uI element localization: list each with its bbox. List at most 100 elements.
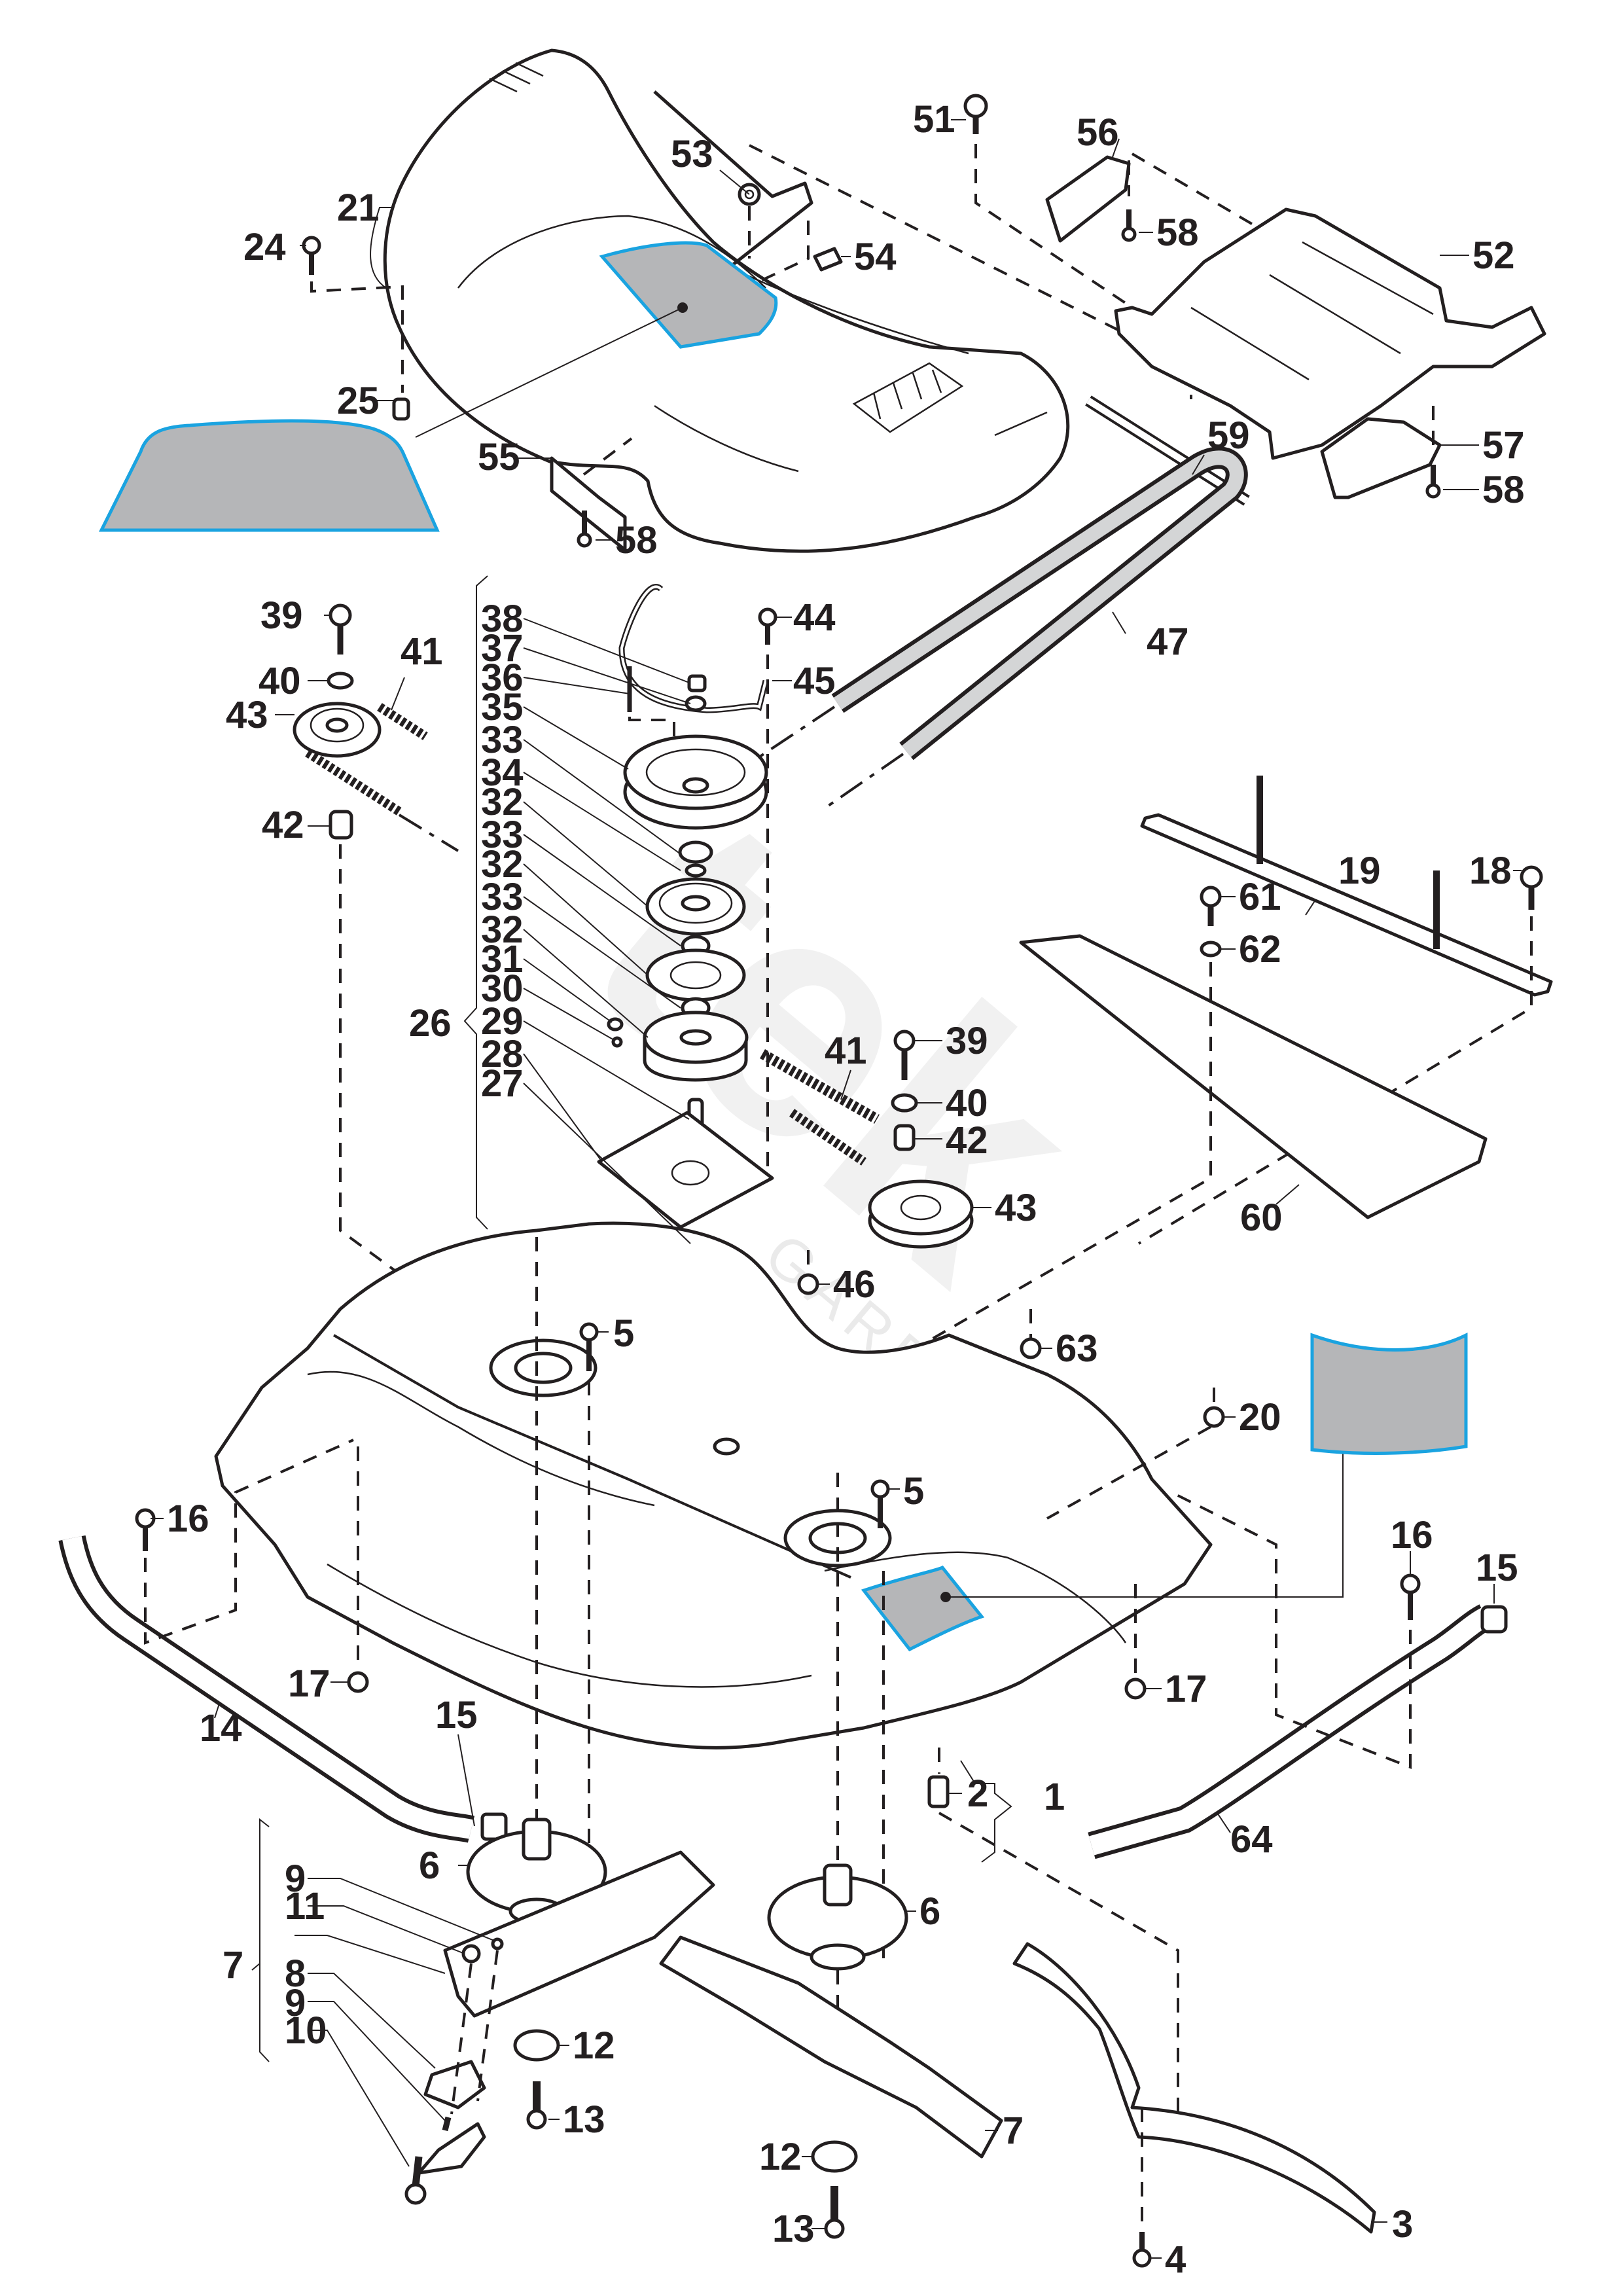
pulley-32c[interactable]	[643, 1011, 749, 1082]
flange-32b[interactable]	[645, 948, 746, 1002]
cover-plate-55[interactable]	[550, 456, 627, 552]
callout-56: 56	[1077, 111, 1119, 154]
screw-9b[interactable]	[442, 2116, 452, 2132]
screw-58a[interactable]	[577, 511, 592, 548]
bumper-bar-14[interactable]	[58, 1535, 475, 1843]
callout-16a: 16	[167, 1498, 209, 1540]
screw-16b[interactable]	[1400, 1573, 1421, 1620]
blade-bolt-13b[interactable]	[824, 2186, 845, 2239]
washer-62[interactable]	[1200, 941, 1222, 958]
cover-decal[interactable]	[98, 419, 440, 532]
washer-37[interactable]	[685, 695, 707, 712]
v-belt-47[interactable]	[831, 446, 1248, 761]
spacer-2[interactable]	[927, 1775, 950, 1808]
washer-12b[interactable]	[811, 2140, 858, 2173]
bolt-10[interactable]	[404, 2156, 427, 2205]
screw-58b[interactable]	[1121, 209, 1137, 242]
callout-27: 27	[481, 1062, 524, 1105]
bolt-51[interactable]	[963, 94, 988, 134]
callout-12a: 12	[573, 2024, 615, 2067]
plate-60[interactable]	[1019, 934, 1488, 1219]
blade-7b[interactable]	[659, 1935, 1003, 2159]
spacer-34[interactable]	[678, 840, 713, 864]
belt-guide-wire-45[interactable]	[618, 584, 769, 713]
screw-44[interactable]	[758, 607, 777, 645]
callout-43b: 43	[995, 1187, 1037, 1229]
deck-decal[interactable]	[1310, 1332, 1468, 1455]
clip-54[interactable]	[813, 247, 843, 272]
callout-61: 61	[1239, 876, 1281, 918]
callout-20: 20	[1239, 1396, 1281, 1439]
callout-1: 1	[1044, 1776, 1065, 1818]
callout-63: 63	[1056, 1327, 1098, 1370]
callout-19: 19	[1338, 850, 1381, 892]
end-cap-15b[interactable]	[1480, 1605, 1508, 1634]
spacer-42a[interactable]	[329, 810, 353, 840]
callout-2: 2	[967, 1772, 988, 1815]
toothed-belt-41b[interactable]	[760, 1049, 880, 1166]
callout-24: 24	[243, 226, 286, 268]
nut-11[interactable]	[461, 1944, 481, 1964]
callout-40a: 40	[259, 660, 301, 702]
callout-35: 35	[481, 686, 524, 728]
nut-63[interactable]	[1020, 1337, 1042, 1359]
nut-30[interactable]	[611, 1036, 623, 1048]
nut-17b[interactable]	[1124, 1677, 1147, 1700]
callout-58a: 58	[615, 519, 658, 562]
bolt-39a[interactable]	[329, 603, 352, 655]
callout-45: 45	[793, 660, 836, 702]
blade-tip-8[interactable]	[423, 2060, 486, 2109]
callout-40b: 40	[946, 1082, 988, 1124]
callout-42a: 42	[262, 804, 304, 846]
washer-40b[interactable]	[891, 1093, 918, 1113]
callout-3: 3	[1392, 2203, 1413, 2246]
callout-17a: 17	[288, 1662, 330, 1705]
discharge-chute-52[interactable]	[1114, 207, 1546, 460]
plate-28[interactable]	[597, 1111, 774, 1229]
nut-9a[interactable]	[491, 1937, 504, 1950]
nut-17a[interactable]	[347, 1671, 369, 1693]
callout-30: 30	[481, 967, 524, 1010]
bearing-33a[interactable]	[685, 863, 707, 878]
callout-9b: 9	[285, 1982, 306, 2024]
spindle-housing-6b[interactable]	[767, 1863, 908, 1971]
cover-57[interactable]	[1320, 417, 1442, 499]
washer-40a[interactable]	[327, 672, 354, 690]
callout-25: 25	[337, 380, 380, 422]
screw-16a[interactable]	[135, 1508, 156, 1551]
callout-9a: 9	[285, 1857, 306, 1900]
blade-7a[interactable]	[417, 1850, 715, 2175]
toothed-belt-41a[interactable]	[305, 703, 428, 816]
toothed-pulley-43b[interactable]	[868, 1179, 974, 1249]
nut-25[interactable]	[392, 397, 410, 421]
v-pulley-35[interactable]	[623, 734, 768, 830]
callout-4: 4	[1165, 2238, 1186, 2281]
bumper-bar-64[interactable]	[1088, 1604, 1493, 1859]
nut-20[interactable]	[1203, 1406, 1225, 1428]
screw-4[interactable]	[1132, 2232, 1152, 2268]
callout-33c: 33	[481, 876, 524, 918]
toothed-pulley-43a[interactable]	[293, 702, 382, 758]
callout-53: 53	[671, 133, 713, 175]
cover-56[interactable]	[1045, 155, 1131, 243]
screw-58c[interactable]	[1425, 465, 1441, 499]
washer-12a[interactable]	[513, 2029, 560, 2062]
bolt-39b[interactable]	[893, 1030, 916, 1080]
rod-59[interactable]	[1085, 395, 1250, 506]
callout-18: 18	[1469, 850, 1512, 892]
bolt-61[interactable]	[1200, 886, 1222, 926]
spacer-42b[interactable]	[893, 1124, 916, 1151]
nut-46[interactable]	[797, 1273, 819, 1295]
blade-bolt-13a[interactable]	[526, 2081, 547, 2130]
bolt-18[interactable]	[1520, 865, 1543, 910]
spindle-housing-6a[interactable]	[466, 1818, 607, 1925]
pulley-32a[interactable]	[645, 877, 746, 936]
callout-37: 37	[481, 627, 524, 670]
nut-38[interactable]	[687, 674, 707, 692]
discharge-deflector-3[interactable]	[1012, 1942, 1376, 2234]
screw-24[interactable]	[302, 236, 321, 275]
callout-28: 28	[481, 1033, 524, 1075]
bracket-bar-19[interactable]	[1140, 776, 1553, 997]
cutting-deck[interactable]	[214, 1221, 1213, 1749]
